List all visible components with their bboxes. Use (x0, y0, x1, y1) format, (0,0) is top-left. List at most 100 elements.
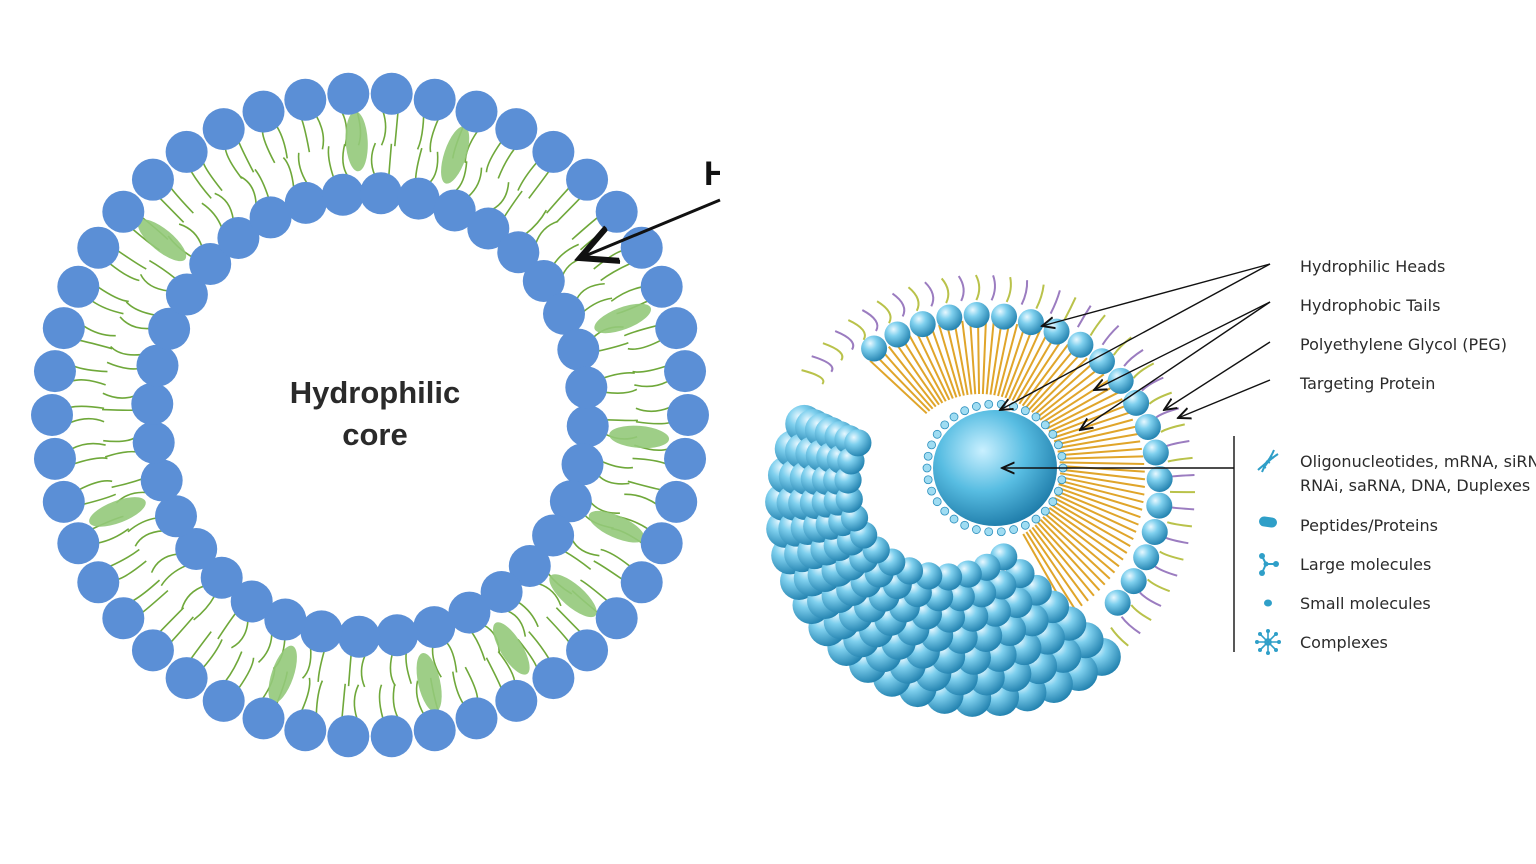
tail (555, 607, 581, 633)
head (532, 514, 575, 557)
head (566, 405, 609, 448)
tail (634, 380, 669, 388)
tail (602, 372, 635, 379)
peg (1112, 336, 1132, 356)
tail (1042, 516, 1111, 580)
tail (1050, 503, 1128, 554)
peg (1166, 521, 1193, 528)
head (640, 522, 683, 565)
tail (604, 388, 638, 394)
head (200, 556, 243, 599)
head (57, 265, 100, 308)
tail (1025, 531, 1077, 611)
protein (345, 111, 368, 172)
tail (170, 616, 194, 643)
tail (445, 641, 458, 673)
tail (953, 321, 969, 396)
tail (117, 249, 147, 270)
peg (1164, 439, 1190, 448)
tail (1011, 333, 1048, 402)
tail (370, 142, 377, 176)
head (1107, 367, 1134, 394)
head (132, 421, 175, 464)
tail (109, 262, 140, 282)
tail (1048, 398, 1123, 433)
tail (380, 111, 387, 146)
dna-icon (1257, 449, 1279, 473)
head (508, 545, 551, 588)
head (936, 304, 963, 331)
head (884, 321, 911, 348)
tail (1055, 425, 1136, 446)
head (655, 307, 698, 350)
peg (1163, 536, 1189, 545)
tail (102, 408, 135, 412)
peg (1035, 284, 1045, 309)
head (165, 273, 208, 316)
head (595, 597, 638, 640)
head (566, 629, 609, 672)
protein-icon (1259, 516, 1277, 528)
tail (993, 322, 1011, 396)
tail (601, 460, 634, 469)
head (664, 437, 707, 480)
peg (924, 281, 935, 307)
tail (1034, 362, 1094, 416)
tail (1028, 529, 1083, 607)
tail (517, 601, 539, 628)
tail (392, 683, 399, 719)
tail (193, 595, 216, 621)
tail (1036, 367, 1100, 418)
head (433, 189, 476, 232)
tail (491, 182, 510, 211)
tail (534, 220, 559, 245)
head (991, 303, 1018, 330)
tail (103, 436, 136, 443)
core-bead (996, 527, 1006, 537)
core-bead (1040, 506, 1050, 516)
tail (635, 406, 671, 413)
core-bead (1057, 451, 1067, 461)
head (1104, 589, 1131, 616)
head (102, 597, 145, 640)
core-bead (1009, 525, 1019, 534)
tail (429, 118, 440, 153)
tail (104, 450, 137, 458)
head (467, 207, 510, 250)
head (131, 629, 174, 672)
head (321, 173, 364, 216)
peg (1120, 616, 1141, 635)
tail (237, 141, 255, 173)
tail (464, 666, 479, 699)
head (1141, 518, 1168, 545)
head (370, 715, 413, 758)
head (557, 328, 600, 371)
tail (997, 323, 1019, 397)
head (42, 480, 85, 523)
peg (1089, 314, 1106, 336)
peg (1110, 627, 1129, 647)
tail (597, 474, 630, 485)
head (33, 437, 76, 480)
tail (300, 677, 311, 712)
label-peg: Polyethylene Glycol (PEG) (1300, 335, 1507, 354)
head (131, 382, 174, 425)
tail (908, 334, 947, 402)
tail (985, 320, 995, 395)
core-label-line1: Hydrophilic (289, 375, 461, 410)
core-bead (949, 514, 959, 524)
tail (1058, 447, 1142, 457)
peg (1141, 376, 1164, 392)
tail (869, 359, 928, 415)
head (1142, 439, 1169, 466)
peg (1132, 362, 1155, 379)
tail (119, 316, 150, 330)
peg (1063, 297, 1077, 321)
tail (73, 365, 108, 373)
legend-oligo-line2: RNAi, saRNA, DNA, Duplexes (1300, 476, 1531, 495)
tail (141, 589, 169, 614)
legend-large-molecules: Large molecules (1300, 555, 1432, 574)
core-bead (1048, 497, 1058, 507)
tail (969, 320, 977, 395)
tail (261, 131, 276, 164)
